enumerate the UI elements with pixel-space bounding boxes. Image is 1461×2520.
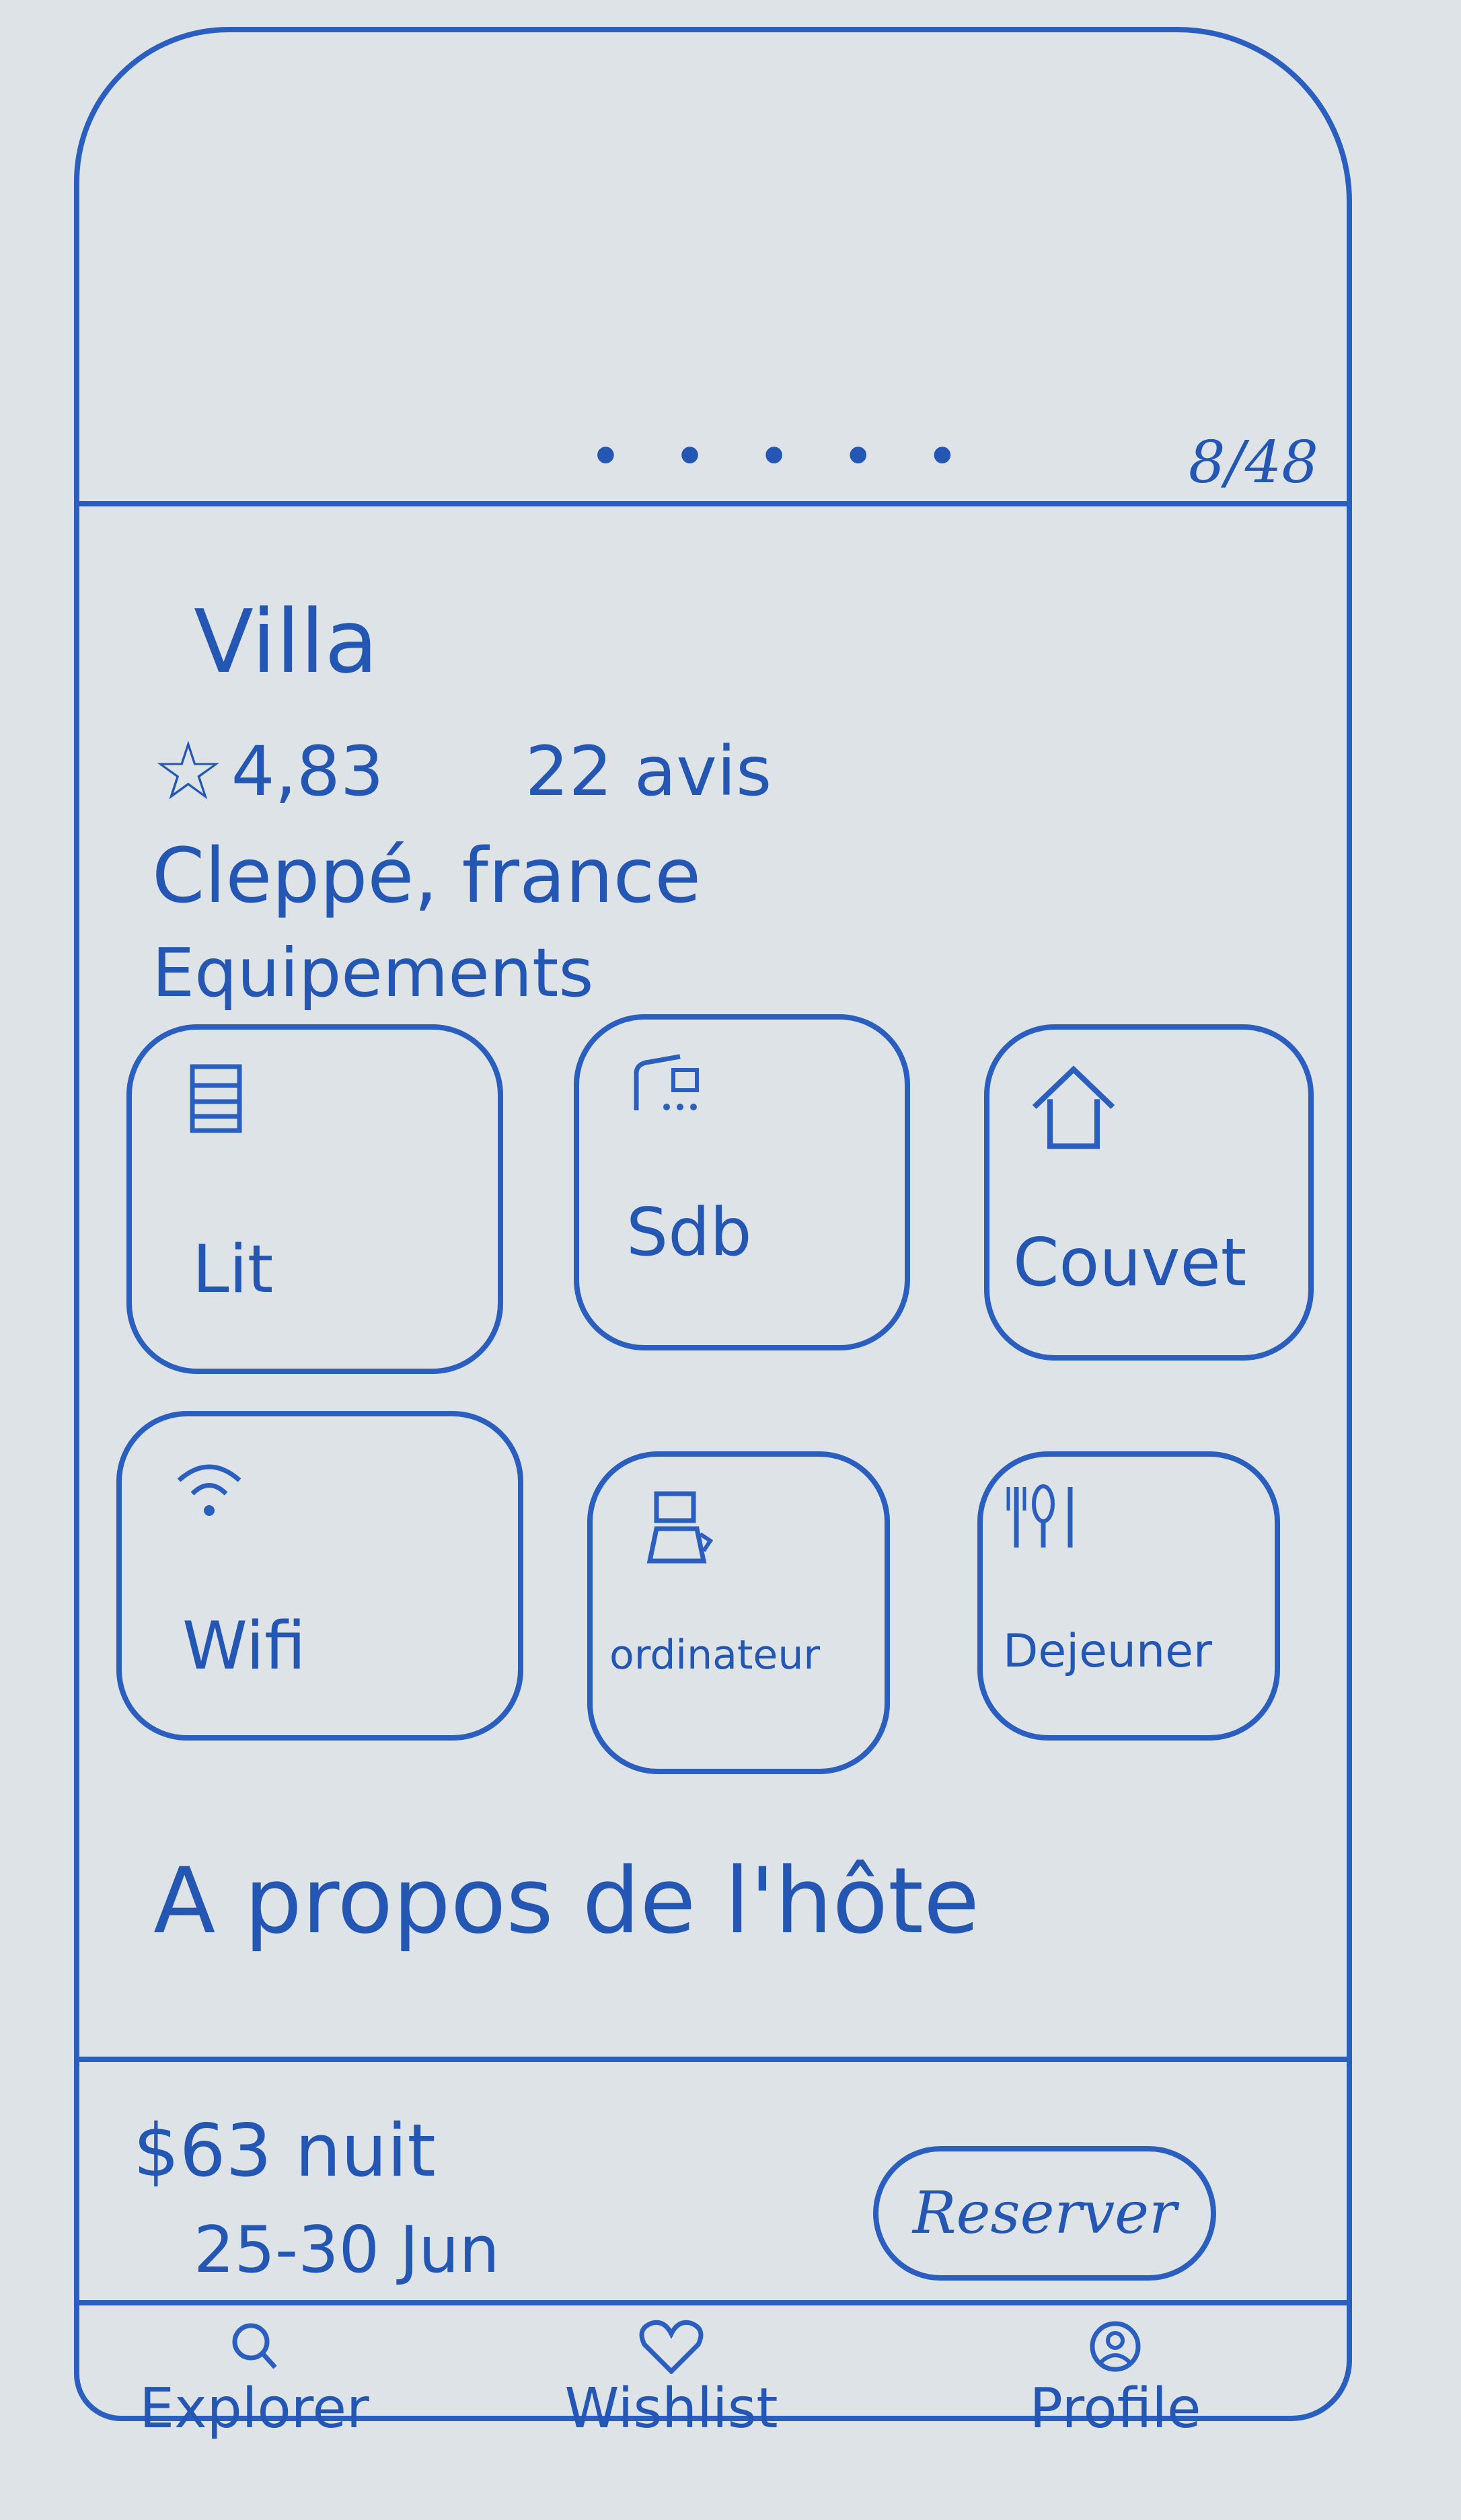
wifi-icon xyxy=(177,1464,241,1516)
heart-icon xyxy=(639,2320,704,2374)
photo-gallery[interactable]: • • • • • 8/48 xyxy=(79,32,1347,506)
profile-icon xyxy=(1090,2321,1141,2372)
search-icon xyxy=(232,2323,277,2369)
phone-frame: • • • • • 8/48 Villa ☆ 4,83 22 avis Clep… xyxy=(74,27,1352,2441)
cutlery-icon xyxy=(1006,1484,1073,1548)
listing-location[interactable]: Cleppé, france xyxy=(152,833,702,920)
amenity-label: Dejeuner xyxy=(1003,1625,1212,1678)
reserve-button[interactable]: Reserver xyxy=(873,2146,1216,2281)
nav-item-wishlist[interactable]: Wishlist xyxy=(517,2319,826,2441)
nav-item-explorer[interactable]: Explorer xyxy=(100,2319,409,2441)
gallery-pager-dots[interactable]: • • • • • xyxy=(591,429,977,484)
computer-icon xyxy=(646,1491,714,1564)
amenity-tile-home[interactable]: Couvet xyxy=(984,1024,1314,1361)
amenity-tile-wifi[interactable]: Wifi xyxy=(116,1411,523,1741)
amenity-label: Sdb xyxy=(626,1194,752,1271)
nav-label: Profile xyxy=(1029,2377,1201,2441)
price-per-night: $63 nuit xyxy=(133,2109,436,2193)
amenity-tile-bed[interactable]: Lit xyxy=(126,1024,503,1374)
amenity-tile-computer[interactable]: ordinateur xyxy=(587,1451,890,1774)
nav-item-profile[interactable]: Profile xyxy=(961,2319,1270,2441)
star-icon: ☆ xyxy=(152,725,225,818)
reviews-link[interactable]: 22 avis xyxy=(525,732,772,812)
amenity-label: Couvet xyxy=(1013,1225,1247,1301)
rating-row: ☆ 4,83 22 avis xyxy=(152,725,772,818)
equipments-heading: Equipements xyxy=(152,933,594,1012)
amenity-tile-bathroom[interactable]: Sdb xyxy=(574,1014,910,1350)
nav-label: Explorer xyxy=(139,2377,369,2441)
bathtub-icon xyxy=(634,1054,699,1110)
bottom-nav: Explorer Wishlist Profile xyxy=(79,2305,1347,2441)
bed-icon xyxy=(190,1064,242,1133)
home-icon xyxy=(1032,1065,1115,1149)
amenity-label: Lit xyxy=(192,1231,274,1308)
booking-dates[interactable]: 25-30 Jun xyxy=(194,2213,500,2287)
amenity-tile-breakfast[interactable]: Dejeuner xyxy=(977,1451,1280,1741)
gallery-photo-counter: 8/48 xyxy=(1188,429,1318,496)
amenity-label: Wifi xyxy=(182,1608,306,1685)
rating-value: 4,83 xyxy=(231,732,384,812)
listing-title: Villa xyxy=(194,590,379,693)
booking-bar: $63 nuit 25-30 Jun Reserver xyxy=(79,2057,1347,2305)
amenity-label: ordinateur xyxy=(609,1632,821,1679)
nav-label: Wishlist xyxy=(564,2377,778,2441)
host-section-title[interactable]: A propos de l'hôte xyxy=(153,1848,980,1954)
